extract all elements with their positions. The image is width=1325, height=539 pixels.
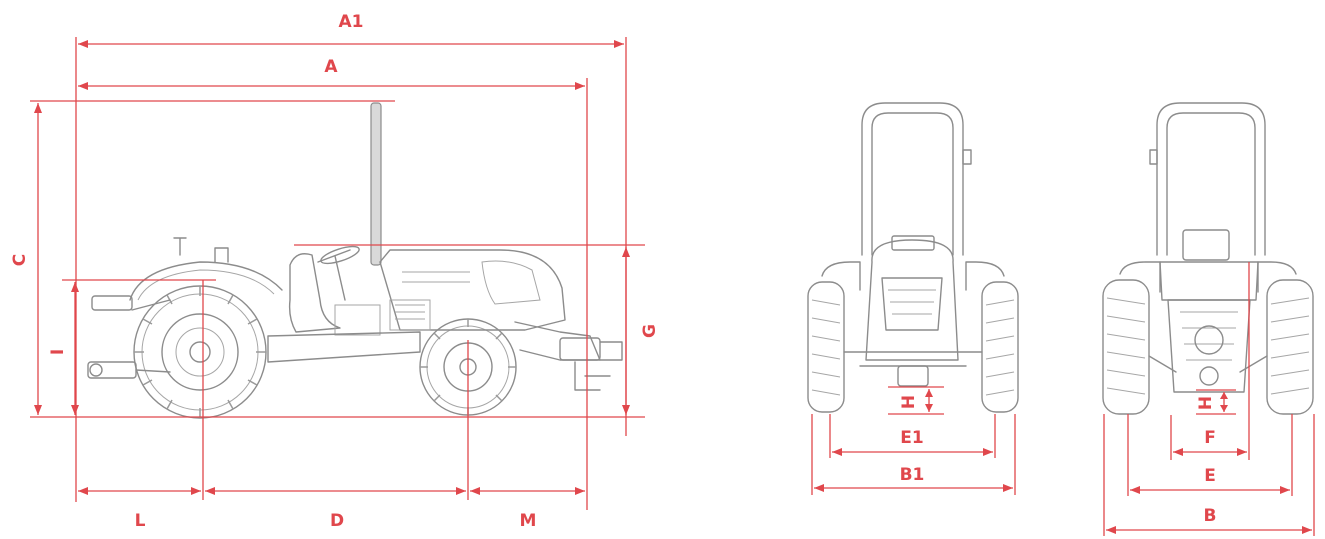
- dimension-B1: B1: [814, 465, 1013, 492]
- rear-view-right-wheel: [1266, 279, 1314, 415]
- label-H-rear: H: [1196, 396, 1216, 410]
- rear-view-dimensions: H F E B: [1103, 262, 1315, 536]
- tractor-side-view: [87, 102, 623, 419]
- label-C: C: [10, 254, 30, 266]
- dimension-D: D: [205, 487, 466, 531]
- label-E1: E1: [900, 428, 923, 448]
- label-B: B: [1204, 506, 1217, 526]
- label-M: M: [520, 511, 537, 531]
- dimension-H-front: H: [899, 389, 933, 412]
- dimension-M: M: [470, 487, 585, 531]
- tractor-front-view: [807, 102, 1019, 413]
- front-view-right-wheel: [981, 281, 1019, 413]
- label-E: E: [1204, 466, 1216, 486]
- dimension-A: A: [78, 57, 585, 90]
- front-view-dimensions: H E1 B1: [811, 386, 1016, 495]
- front-view-left-wheel: [807, 281, 845, 413]
- dimension-E: E: [1130, 466, 1290, 494]
- label-L: L: [135, 511, 146, 531]
- dimension-C: C: [10, 103, 42, 415]
- label-B1: B1: [900, 465, 925, 485]
- label-G: G: [640, 324, 660, 338]
- dimension-B: B: [1106, 506, 1312, 534]
- dimension-A1: A1: [78, 12, 624, 48]
- tractor-rear-view: [1102, 102, 1314, 415]
- dimension-E1: E1: [832, 428, 993, 456]
- label-F: F: [1204, 428, 1216, 448]
- side-view-dimensions: A1 A C I G: [10, 12, 660, 531]
- dimension-L: L: [78, 487, 201, 531]
- dimension-H-rear: H: [1196, 392, 1228, 412]
- rear-view-left-wheel: [1102, 279, 1150, 415]
- label-H-front: H: [899, 395, 919, 409]
- label-A: A: [324, 57, 338, 77]
- dimension-I: I: [48, 282, 79, 415]
- label-A1: A1: [339, 12, 364, 32]
- label-I: I: [48, 349, 68, 355]
- dimension-G: G: [622, 247, 660, 415]
- dimension-F: F: [1173, 428, 1247, 456]
- rear-wheel: [133, 285, 267, 419]
- label-D: D: [330, 511, 344, 531]
